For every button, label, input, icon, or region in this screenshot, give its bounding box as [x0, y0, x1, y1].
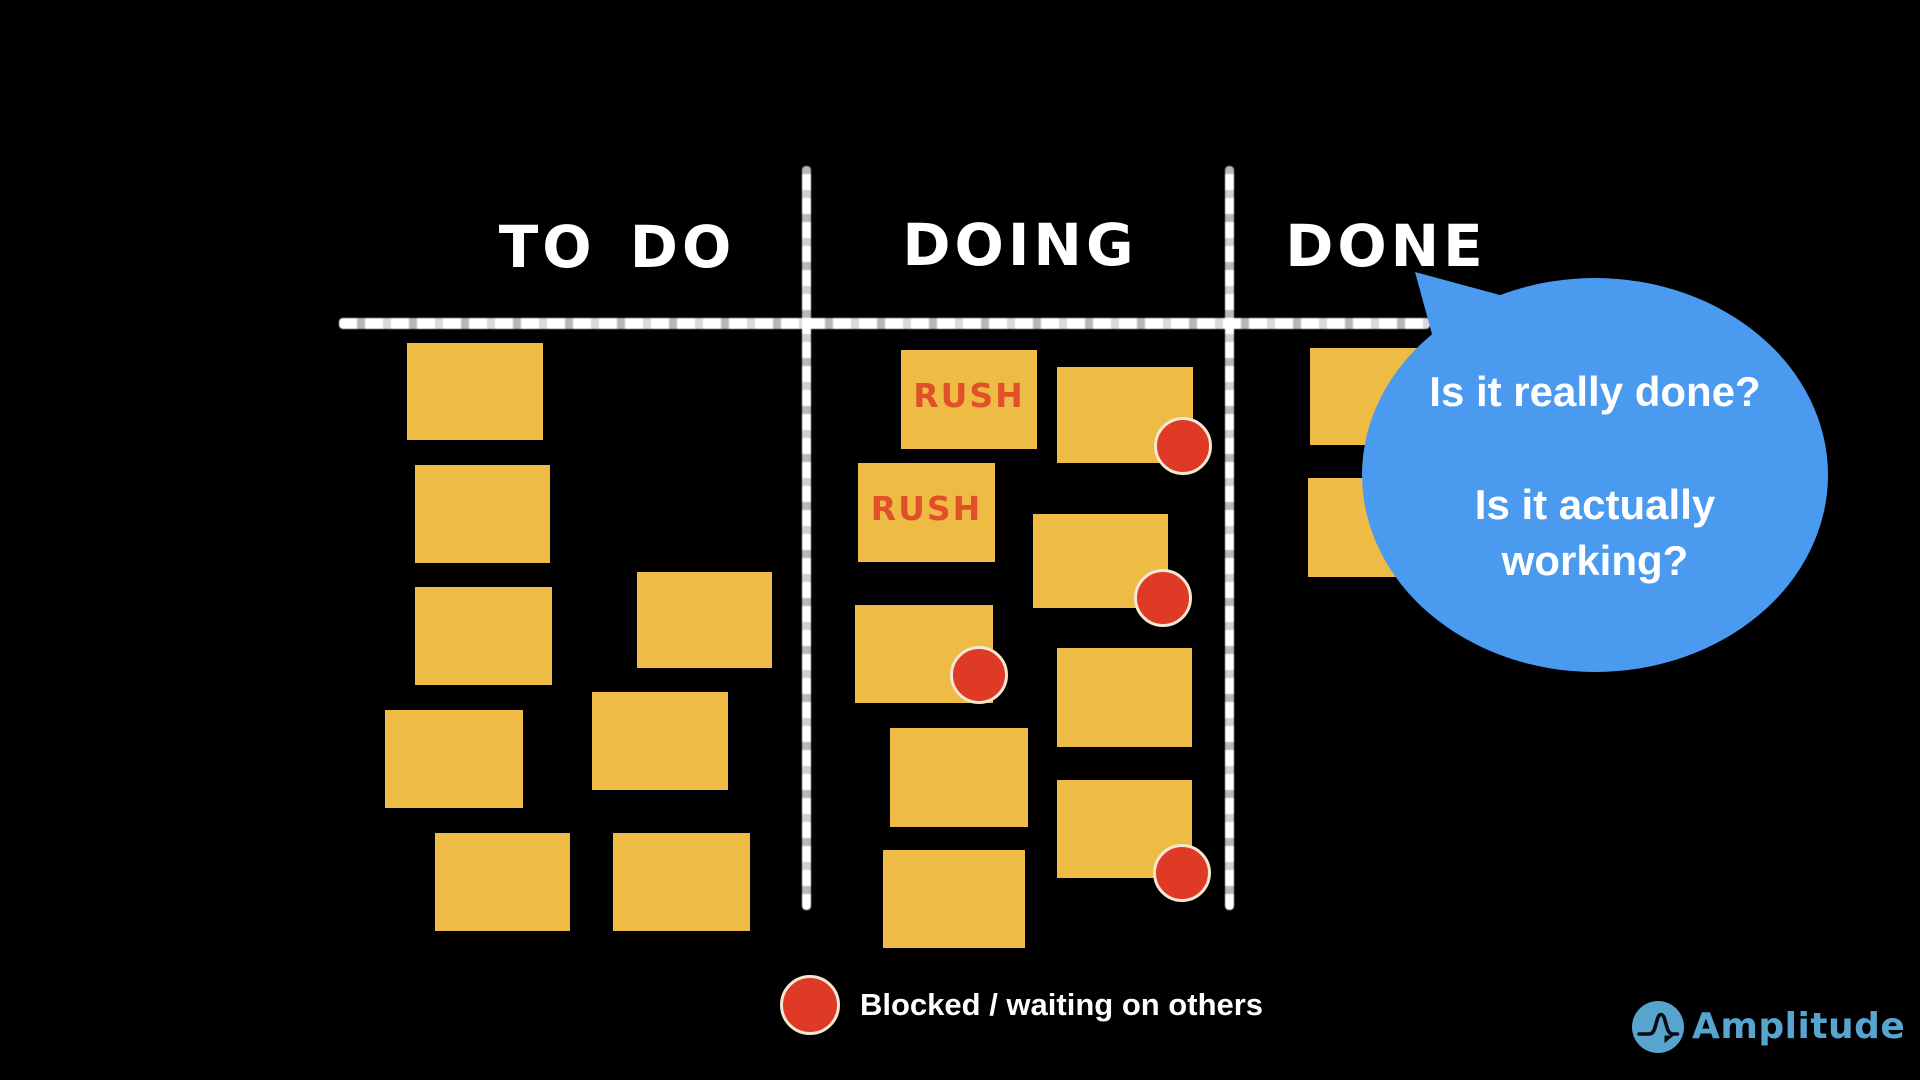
column-divider-todo-doing [802, 166, 811, 910]
column-header-doing: DOING [902, 211, 1138, 279]
legend-label: Blocked / waiting on others [860, 987, 1264, 1022]
sticky-note [435, 833, 570, 931]
sticky-note [1310, 348, 1448, 445]
rush-label: RUSH [913, 376, 1025, 415]
speech-bubble-body [1362, 278, 1828, 672]
speech-bubble-line-2: Is it actually working? [1475, 477, 1715, 589]
speech-bubble-line-2b: working? [1501, 537, 1689, 584]
sticky-note [613, 833, 750, 931]
sticky-note [883, 850, 1025, 948]
speech-bubble-tail [1415, 272, 1522, 356]
blocked-dot [950, 646, 1008, 704]
rush-label: RUSH [870, 489, 983, 528]
sticky-note [415, 465, 550, 563]
blocked-dot [1153, 844, 1211, 902]
board-header-divider-line [339, 318, 1430, 329]
speech-bubble-line-1: Is it really done? [1429, 368, 1761, 415]
sticky-note-rush: RUSH [858, 463, 995, 562]
speech-bubble-line-2a: Is it actually [1474, 481, 1716, 528]
sticky-note [385, 710, 523, 808]
sticky-note [1308, 478, 1446, 577]
column-header-todo: TO DO [498, 213, 736, 281]
amplitude-logo-icon [1632, 1001, 1684, 1053]
blocked-dot [1134, 569, 1192, 627]
sticky-note [407, 343, 543, 440]
column-header-done: DONE [1285, 212, 1487, 280]
blocked-dot [1154, 417, 1212, 475]
sticky-note [890, 728, 1028, 827]
sticky-note-rush: RUSH [901, 350, 1037, 449]
blocked-dot-legend-icon [780, 975, 840, 1035]
sticky-note [1057, 648, 1192, 747]
sticky-note [592, 692, 728, 790]
amplitude-logo-text: Amplitude [1692, 1006, 1906, 1047]
sticky-note [415, 587, 552, 685]
column-divider-doing-done [1225, 166, 1234, 910]
sticky-note [637, 572, 772, 668]
